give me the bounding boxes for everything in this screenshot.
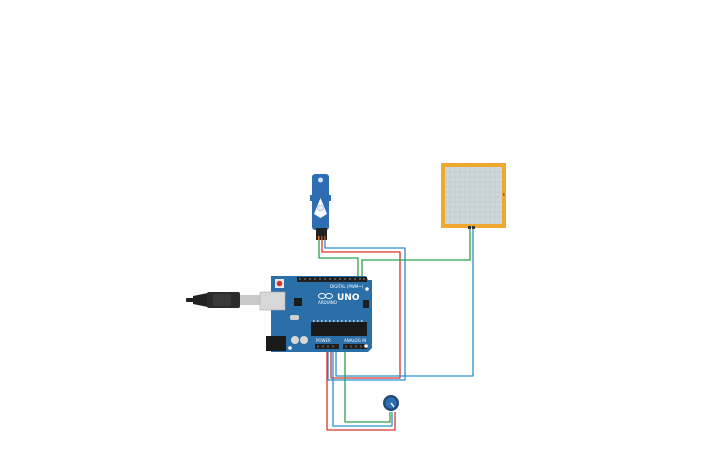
- capacitor-2: [300, 336, 308, 344]
- wire-servo-power[interactable]: [321, 240, 401, 379]
- touchpad-surface[interactable]: [445, 167, 502, 224]
- digital-header[interactable]: [297, 277, 367, 282]
- usb-plug-metal: [240, 295, 262, 305]
- mount-hole-icon: [288, 346, 292, 350]
- wire-touchpad-signal[interactable]: [361, 228, 471, 280]
- wire-touchpad-ground[interactable]: [335, 228, 474, 377]
- power-header-label: POWER: [316, 338, 331, 343]
- analog-header-label: ANALOG IN: [344, 338, 366, 343]
- dc-power-jack: [266, 336, 286, 351]
- usb-cable-end: [186, 298, 194, 302]
- mount-hole-icon: [364, 344, 368, 348]
- wire-servo-signal[interactable]: [318, 240, 359, 280]
- reset-button-icon[interactable]: [276, 280, 283, 287]
- wire-pot-power[interactable]: [326, 350, 396, 431]
- touchpad-grid: [445, 167, 502, 224]
- servo-motor[interactable]: [310, 174, 331, 240]
- wires: [318, 228, 474, 431]
- wire-pot-ground[interactable]: [332, 350, 393, 427]
- usb-cable-icon[interactable]: [186, 292, 262, 308]
- servo-hole-icon: [318, 177, 323, 183]
- wire-pot-wiper[interactable]: [344, 350, 391, 423]
- capacitor-1: [291, 336, 299, 344]
- arduino-board[interactable]: DIGITAL (PWM~) UNO ARDUINO: [259, 276, 372, 352]
- mount-hole-icon: [365, 287, 369, 291]
- usb-chip: [294, 298, 302, 306]
- atmega-chip: [311, 322, 367, 336]
- servo-shaft-icon: [317, 204, 324, 212]
- touch-sensor-pad[interactable]: [441, 163, 506, 229]
- crystal: [290, 315, 299, 320]
- arduino-brand-text: ARDUINO: [318, 300, 337, 305]
- usb-jack: [259, 291, 286, 311]
- servo-connector: [316, 228, 327, 240]
- icsp-header: [363, 300, 369, 308]
- potentiometer[interactable]: [383, 395, 399, 411]
- digital-header-label: DIGITAL (PWM~): [330, 284, 364, 289]
- potentiometer-indicator: [390, 402, 395, 408]
- wire-servo-ground[interactable]: [324, 240, 406, 381]
- uno-logo-text: UNO: [337, 293, 360, 303]
- arduino-logo-icon: [318, 293, 333, 299]
